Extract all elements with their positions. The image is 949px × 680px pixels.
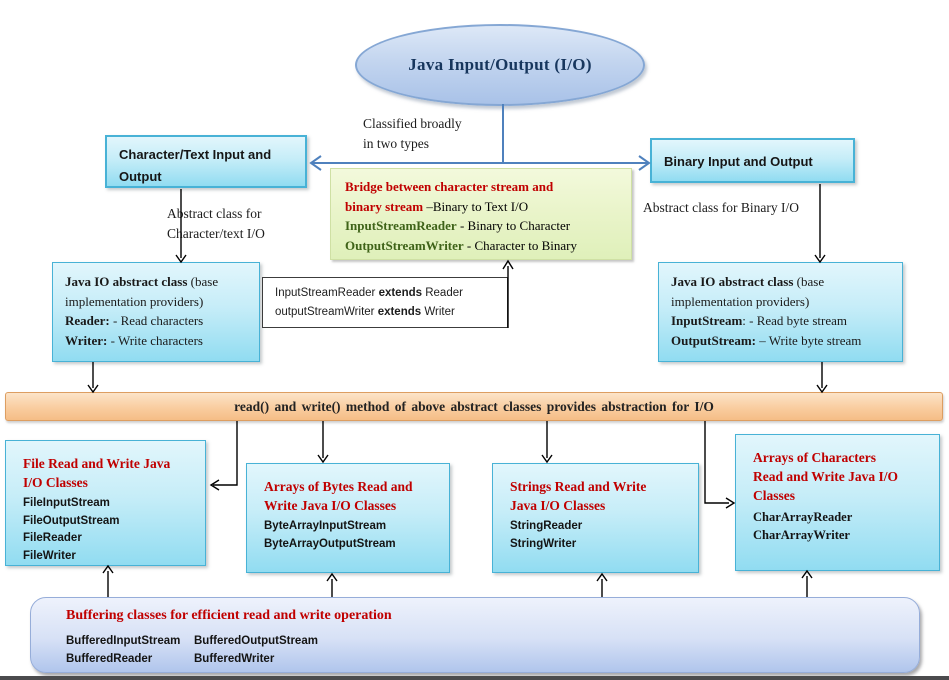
extends-note-line2: outputStreamWriter extends Writer: [275, 306, 455, 318]
arrowhead-reader-to-bar: [87, 384, 99, 394]
binary-header-label: Binary Input and Output: [664, 154, 813, 169]
char-text-header-box: Character/Text Input and Output: [105, 135, 307, 188]
class-name: BufferedWriter: [194, 653, 275, 665]
arrowhead-to-binary-box: [638, 155, 651, 171]
stream-line4: OutputStream: – Write byte stream: [671, 332, 862, 348]
reader-writer-line4: Writer: - Write characters: [65, 332, 203, 348]
classified-note: Classified broadly in two types: [363, 114, 462, 154]
class-name: FileWriter: [23, 549, 76, 562]
binary-header-box: Binary Input and Output: [650, 138, 855, 183]
char-header-line1: Character/Text Input and: [119, 147, 272, 162]
char-array-title-line3: Classes: [753, 488, 796, 503]
class-name: FileOutputStream: [23, 514, 120, 527]
extends-note-box: InputStreamReader extends Reader outputS…: [262, 277, 508, 328]
char-header-line2: Output: [119, 169, 162, 184]
arrowhead-bar-to-chararray-box: [725, 497, 736, 509]
char-array-io-box: Arrays of Characters Read and Write Java…: [735, 434, 940, 571]
bridge-line3: InputStreamReader - Binary to Character: [345, 218, 571, 233]
bridge-line2: binary stream –Binary to Text I/O: [345, 198, 529, 214]
arrowhead-buffer-to-string-box: [596, 572, 608, 582]
buffering-box: Buffering classes for efficient read and…: [30, 597, 920, 673]
reader-writer-abstract-box: Java IO abstract class (base implementat…: [52, 262, 260, 362]
arrowhead-buffer-to-byte-box: [326, 572, 338, 582]
arrowhead-to-char-box: [309, 155, 322, 171]
reader-writer-line2: implementation providers): [65, 293, 204, 309]
arrow-bar-to-chararray-box: [704, 421, 729, 504]
char-array-title-line1: Arrays of Characters: [753, 450, 876, 465]
classified-note-line2: in two types: [363, 136, 429, 151]
reader-writer-line3: Reader: - Read characters: [65, 313, 204, 328]
abstract-char-label: Abstract class for Character/text I/O: [167, 204, 265, 244]
classified-note-line1: Classified broadly: [363, 116, 462, 131]
arrowhead-extends-to-bridge: [502, 259, 514, 270]
reader-writer-line1: Java IO abstract class (base: [65, 274, 219, 289]
arrowhead-char-to-abstract: [175, 254, 187, 264]
class-name: ByteArrayInputStream: [264, 520, 387, 532]
class-name: FileReader: [23, 532, 82, 544]
file-io-title-line1: File Read and Write Java: [23, 456, 171, 471]
file-io-box: File Read and Write Java I/O Classes Fil…: [5, 440, 206, 566]
class-name: CharArrayReader: [753, 510, 853, 524]
arrow-bar-to-file-box: [213, 421, 238, 486]
class-name: ByteArrayOutputStream: [264, 537, 396, 550]
stream-line1: Java IO abstract class (base: [671, 274, 825, 289]
byte-array-title-line2: Write Java I/O Classes: [264, 498, 397, 513]
abstract-char-label-line1: Abstract class for: [167, 206, 262, 221]
abstract-binary-label-line: Abstract class for Binary I/O: [643, 200, 799, 215]
diagram-title: Java Input/Output (I/O): [408, 55, 592, 74]
arrowhead-bar-to-string-box: [541, 454, 553, 464]
string-io-box: Strings Read and Write Java I/O Classes …: [492, 463, 699, 573]
class-name: BufferedOutputStream: [194, 635, 318, 647]
arrowhead-bar-to-file-box: [209, 479, 220, 491]
byte-array-io-box: Arrays of Bytes Read and Write Java I/O …: [246, 463, 450, 573]
char-array-title-line2: Read and Write Java I/O: [753, 469, 899, 484]
bottom-edge-strip: [0, 676, 949, 680]
string-title-line1: Strings Read and Write: [510, 479, 647, 494]
bridge-line4: OutputStreamWriter - Character to Binary: [345, 237, 578, 253]
string-title-line2: Java I/O Classes: [510, 498, 606, 513]
abstract-binary-label: Abstract class for Binary I/O: [643, 198, 799, 218]
class-name: BufferedReader: [66, 653, 153, 665]
arrowhead-buffer-to-file-box: [102, 564, 114, 574]
root-node-ellipse: Java Input/Output (I/O): [355, 24, 645, 106]
abstraction-bar: read() and write() method of above abstr…: [5, 392, 943, 421]
arrowhead-stream-to-bar: [816, 384, 828, 394]
stream-line2: implementation providers): [671, 293, 810, 309]
class-name: FileInputStream: [23, 497, 110, 509]
class-name: StringWriter: [510, 537, 577, 550]
bridge-line1: Bridge between character stream and: [345, 179, 554, 194]
class-name: StringReader: [510, 520, 583, 532]
stream-abstract-box: Java IO abstract class (base implementat…: [658, 262, 903, 362]
buffering-title: Buffering classes for efficient read and…: [66, 608, 392, 623]
byte-array-title-line1: Arrays of Bytes Read and: [264, 479, 413, 494]
stream-line3: InputStream: - Read byte stream: [671, 313, 847, 328]
bridge-box: Bridge between character stream and bina…: [330, 168, 632, 260]
abstract-char-label-line2: Character/text I/O: [167, 226, 265, 241]
arrowhead-binary-to-abstract: [814, 254, 826, 264]
extends-note-line1: InputStreamReader extends Reader: [275, 287, 463, 299]
file-io-title-line2: I/O Classes: [23, 475, 88, 490]
arrowhead-buffer-to-chararray-box: [801, 569, 813, 579]
class-name: BufferedInputStream: [66, 635, 181, 647]
arrowhead-bar-to-byte-box: [317, 454, 329, 464]
class-name: CharArrayWriter: [753, 528, 850, 542]
abstraction-bar-label: read() and write() method of above abstr…: [234, 399, 714, 414]
